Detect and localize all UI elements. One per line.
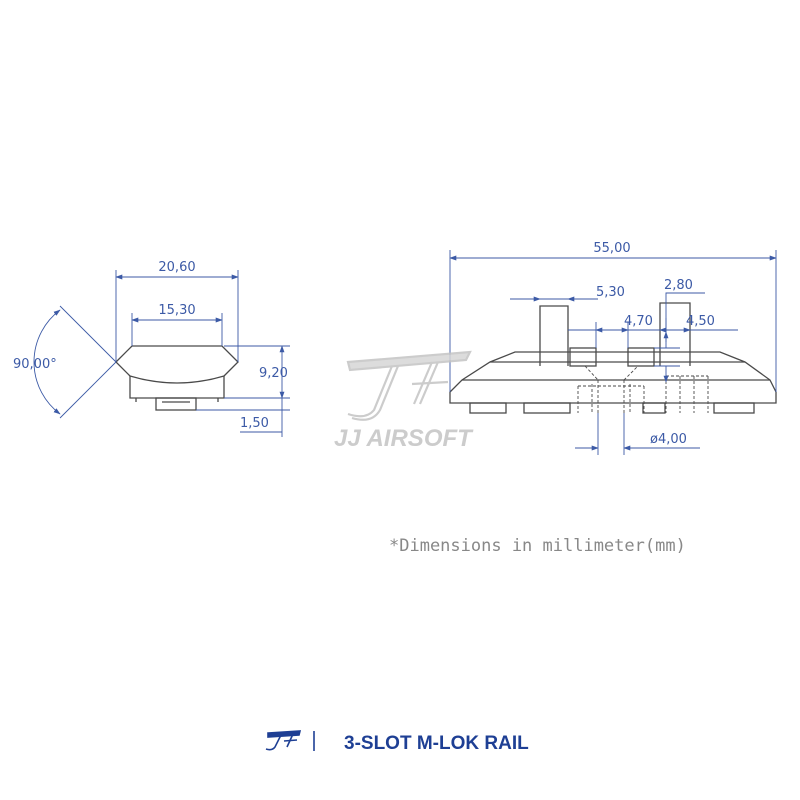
dim-label-55-00: 55,00 bbox=[593, 241, 630, 256]
footer-brand: 3-SLOT M-LOK RAIL bbox=[265, 730, 529, 754]
dimensions-note: *Dimensions in millimeter(mm) bbox=[389, 536, 686, 556]
footer-title: 3-SLOT M-LOK RAIL bbox=[344, 733, 529, 754]
dim-label-1-50: 1,50 bbox=[240, 416, 269, 431]
side-dimension-labels: 55,00 5,30 2,80 4,70 4,50 ø4,00 bbox=[593, 241, 715, 447]
dim-label-2-80: 2,80 bbox=[664, 278, 693, 293]
dim-label-4-50: 4,50 bbox=[686, 314, 715, 329]
dim-label-5-30: 5,30 bbox=[596, 285, 625, 300]
profile-dimension-lines bbox=[33, 270, 290, 437]
watermark-jj-logo-icon bbox=[346, 350, 472, 421]
dim-label-20-60: 20,60 bbox=[158, 260, 195, 275]
profile-part-outline bbox=[115, 345, 239, 411]
dim-label-hole-diameter: ø4,00 bbox=[650, 432, 687, 447]
dim-label-15-30: 15,30 bbox=[158, 303, 195, 318]
dim-label-9-20: 9,20 bbox=[259, 366, 288, 381]
side-dimension-lines bbox=[449, 250, 777, 455]
right-side-view: 55,00 5,30 2,80 4,70 4,50 ø4,00 bbox=[449, 241, 777, 455]
watermark: JJ AIRSOFT bbox=[334, 350, 474, 452]
watermark-text: JJ AIRSOFT bbox=[334, 425, 474, 452]
side-part-outline bbox=[449, 302, 777, 414]
dim-label-angle: 90,00° bbox=[13, 357, 57, 372]
left-profile-view: 20,60 15,30 90,00° 9,20 1,50 bbox=[13, 260, 290, 437]
jj-logo-icon bbox=[265, 730, 302, 751]
profile-dimension-labels: 20,60 15,30 90,00° 9,20 1,50 bbox=[13, 260, 288, 431]
dim-label-4-70: 4,70 bbox=[624, 314, 653, 329]
